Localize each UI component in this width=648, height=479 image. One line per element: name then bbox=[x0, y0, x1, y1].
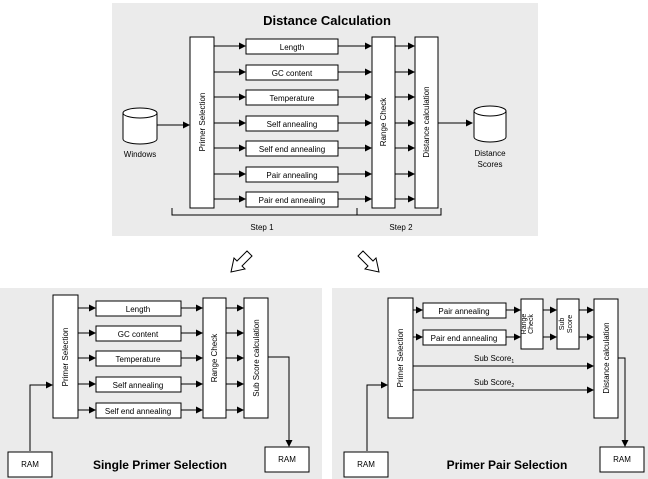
pair-sub-score-label: Sub Score bbox=[559, 315, 574, 333]
single-panel-title: Single Primer Selection bbox=[93, 458, 227, 472]
top-panel: Distance Calculation Windows Primer Sele… bbox=[112, 3, 538, 236]
module-label: Pair end annealing bbox=[259, 196, 326, 205]
svg-text:Check: Check bbox=[528, 314, 535, 334]
pair-ram-output-box bbox=[599, 446, 645, 473]
pair-ram-input-box bbox=[343, 451, 389, 478]
single-ram-output-box bbox=[264, 446, 310, 473]
pair-arrows bbox=[366, 306, 629, 451]
module-label: Self annealing bbox=[267, 120, 318, 129]
distance-scores-database-icon bbox=[473, 105, 507, 143]
pair-panel-title: Primer Pair Selection bbox=[447, 458, 568, 472]
sub-score-calc-box bbox=[243, 297, 269, 419]
single-ram-output-label: RAM bbox=[278, 455, 296, 464]
single-ram-input-box bbox=[7, 451, 53, 478]
pair-primer-selection-box bbox=[387, 297, 414, 419]
range-check-box bbox=[371, 36, 396, 209]
single-primer-panel: Primer Selection Length GC content Tempe… bbox=[0, 288, 322, 479]
pair-distance-calc-label: Distance calculation bbox=[602, 322, 611, 393]
single-range-check-label: Range Check bbox=[210, 333, 219, 382]
pair-ram-output-label: RAM bbox=[613, 455, 631, 464]
svg-text:Sub: Sub bbox=[559, 318, 566, 331]
top-modules: Length GC content Temperature Self annea… bbox=[245, 38, 339, 208]
pair-primer-selection-label: Primer Selection bbox=[396, 329, 405, 388]
pair-range-check-label: Range Check bbox=[521, 314, 535, 335]
windows-label: Windows bbox=[124, 150, 156, 159]
windows-database-icon bbox=[122, 107, 158, 145]
primer-selection-label: Primer Selection bbox=[198, 93, 207, 152]
svg-text:Score: Score bbox=[567, 315, 574, 333]
hollow-arrow-left-icon bbox=[230, 250, 253, 273]
step1-label: Step 1 bbox=[250, 223, 274, 232]
range-check-label: Range Check bbox=[379, 97, 388, 146]
top-title: Distance Calculation bbox=[263, 13, 391, 28]
top-arrows bbox=[214, 42, 473, 203]
distance-calc-label: Distance calculation bbox=[422, 86, 431, 157]
module-label: Self end annealing bbox=[259, 145, 325, 154]
sub-score-2-label: Sub Score2 bbox=[474, 378, 514, 389]
pair-range-check-box bbox=[520, 298, 544, 350]
single-primer-selection-label: Primer Selection bbox=[61, 328, 70, 387]
single-range-check-box bbox=[202, 297, 227, 419]
distance-scores-label-1: Distance bbox=[474, 149, 506, 158]
single-arrows bbox=[29, 304, 293, 451]
step-brackets bbox=[171, 208, 442, 216]
module-label: Pair annealing bbox=[438, 307, 489, 316]
module-label: Self end annealing bbox=[105, 407, 171, 416]
module-label: Temperature bbox=[270, 94, 315, 103]
single-primer-selection-box bbox=[52, 294, 79, 419]
distance-calc-box bbox=[414, 36, 439, 209]
primer-selection-box bbox=[189, 36, 215, 209]
step2-label: Step 2 bbox=[389, 223, 413, 232]
module-label: GC content bbox=[272, 69, 313, 78]
module-label: Length bbox=[280, 43, 304, 52]
pair-sub-score-box bbox=[556, 298, 580, 350]
distance-scores-label-2: Scores bbox=[478, 160, 503, 169]
single-ram-input-label: RAM bbox=[21, 460, 39, 469]
module-label: Length bbox=[126, 305, 150, 314]
module-label: Self annealing bbox=[113, 381, 164, 390]
module-label: Pair end annealing bbox=[431, 334, 498, 343]
module-label: GC content bbox=[118, 330, 159, 339]
pair-ram-input-label: RAM bbox=[357, 460, 375, 469]
module-label: Temperature bbox=[116, 355, 161, 364]
sub-score-calc-label: Sub Score calculation bbox=[252, 319, 261, 396]
pair-primer-panel: Primer Selection Pair annealing Pair end… bbox=[332, 288, 648, 479]
svg-text:Range: Range bbox=[521, 314, 528, 335]
hollow-arrow-right-icon bbox=[357, 250, 380, 273]
sub-score-1-label: Sub Score1 bbox=[474, 354, 514, 365]
module-label: Pair annealing bbox=[266, 171, 317, 180]
